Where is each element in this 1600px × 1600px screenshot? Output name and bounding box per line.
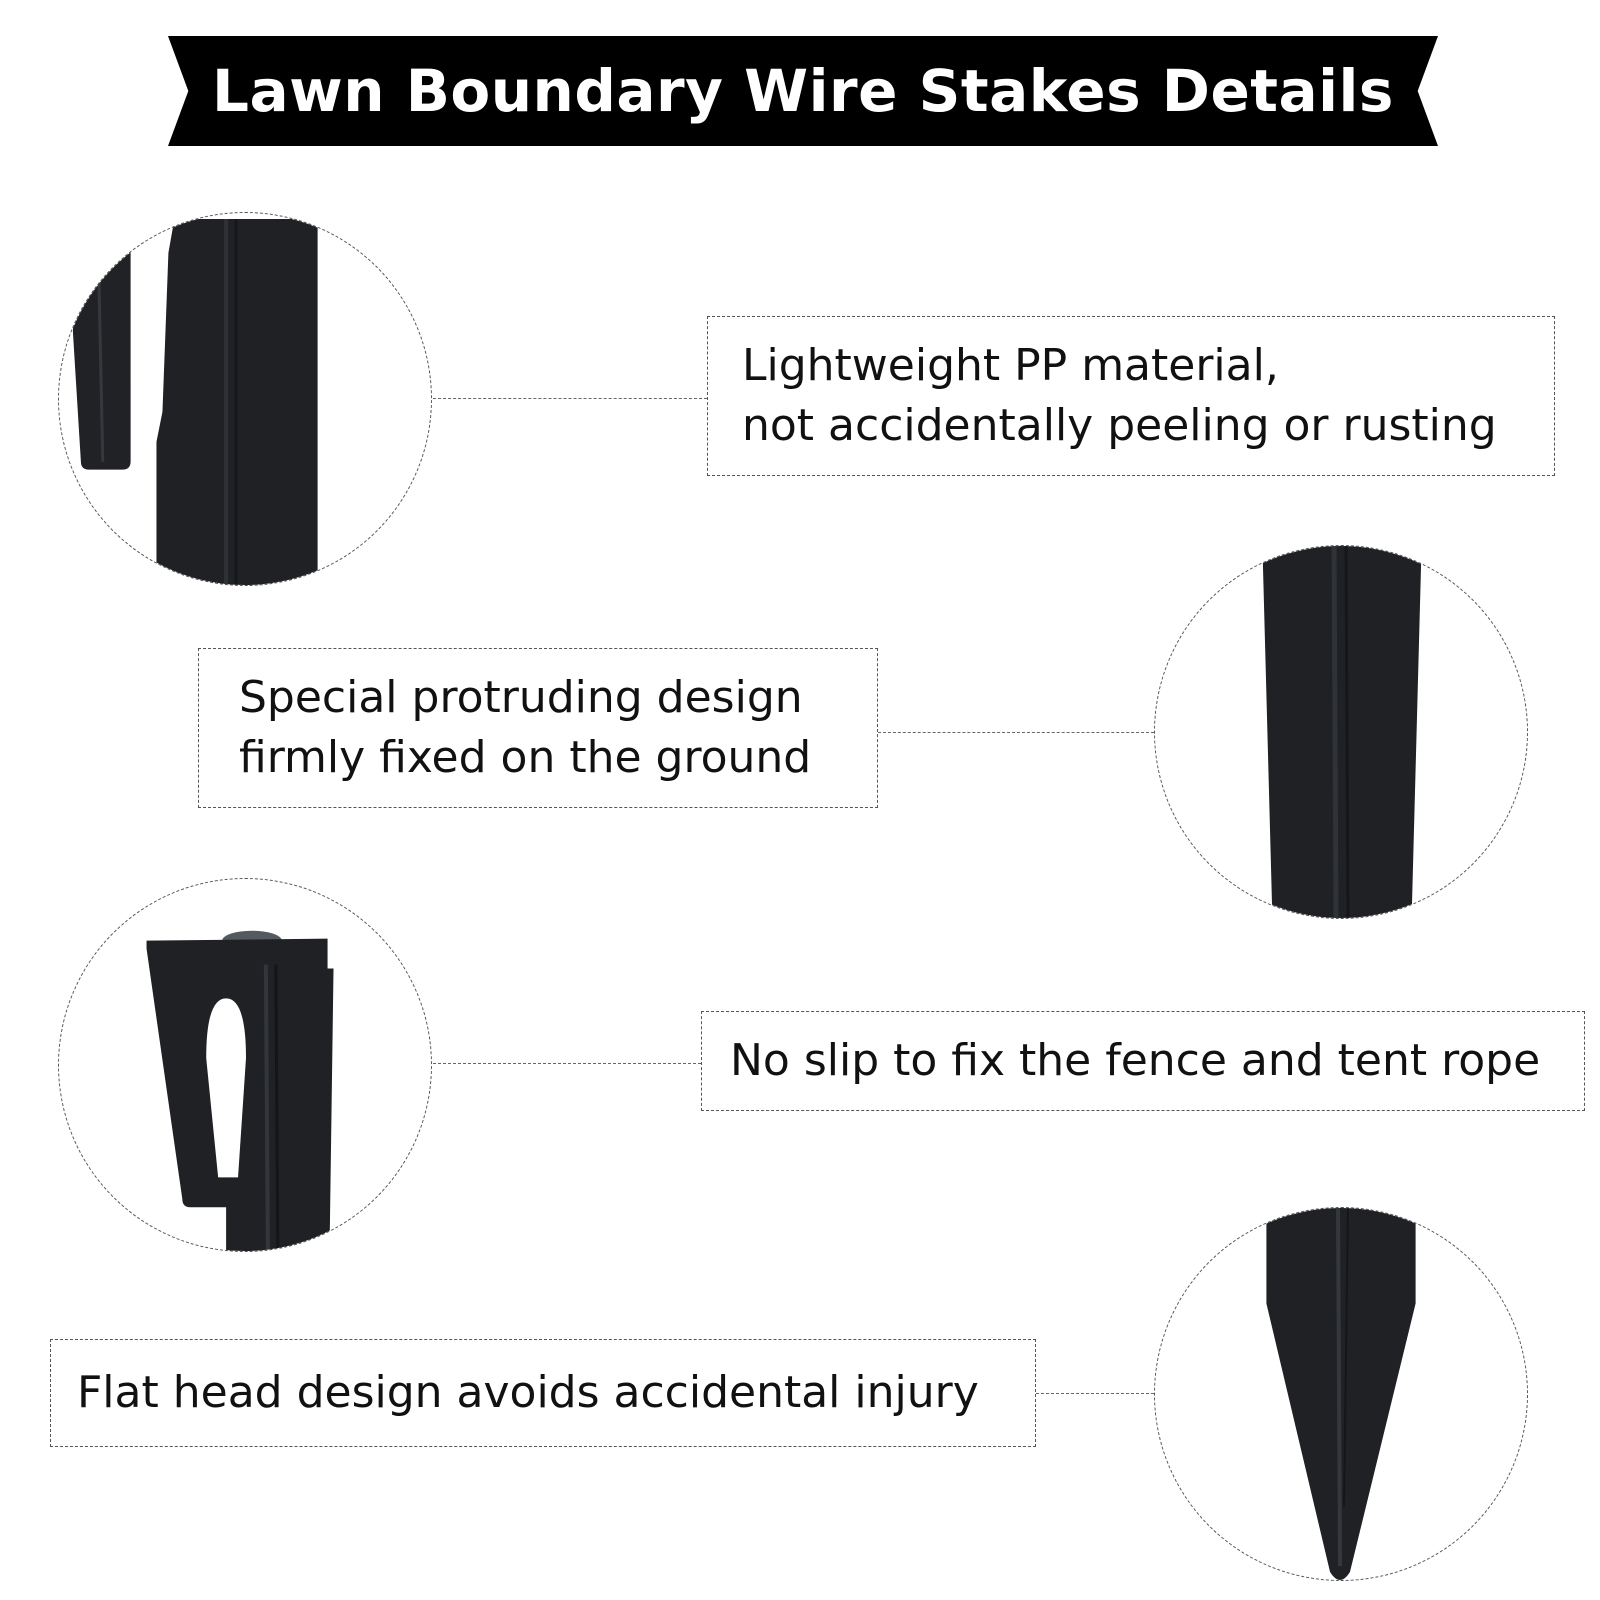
stake-clip-closeup-icon [72,218,318,585]
connector-line-3 [433,1063,701,1064]
feature-text-4: Flat head design avoids accidental injur… [77,1363,979,1423]
feature-3-line-1: No slip to fix the fence and tent rope [730,1035,1541,1086]
stake-hook-closeup-icon [146,930,334,1251]
stake-shaft-closeup-icon [1262,546,1422,918]
feature-image-clip [58,212,432,586]
title-banner: Lawn Boundary Wire Stakes Details [168,36,1438,146]
feature-image-shaft [1154,545,1528,919]
feature-1-line-1: Lightweight PP material, [742,340,1279,391]
feature-callout-3: No slip to fix the fence and tent rope [701,1011,1585,1111]
stake-tip-closeup-icon [1266,1208,1416,1580]
feature-callout-1: Lightweight PP material, not accidentall… [707,316,1555,476]
feature-text-2: Special protruding design firmly fixed o… [239,668,811,788]
feature-1-line-2: not accidentally peeling or rusting [742,400,1497,451]
feature-2-line-1: Special protruding design [239,672,803,723]
connector-line-2 [878,732,1154,733]
feature-text-3: No slip to fix the fence and tent rope [730,1031,1540,1091]
feature-2-line-2: firmly fixed on the ground [239,732,812,783]
feature-image-tip [1154,1207,1528,1581]
connector-line-1 [433,398,707,399]
page-title: Lawn Boundary Wire Stakes Details [212,57,1394,125]
connector-line-4 [1036,1393,1154,1394]
feature-callout-2: Special protruding design firmly fixed o… [198,648,878,808]
feature-image-hook [58,878,432,1252]
feature-callout-4: Flat head design avoids accidental injur… [50,1339,1036,1447]
feature-text-1: Lightweight PP material, not accidentall… [742,336,1497,456]
feature-4-line-1: Flat head design avoids accidental injur… [77,1367,979,1418]
